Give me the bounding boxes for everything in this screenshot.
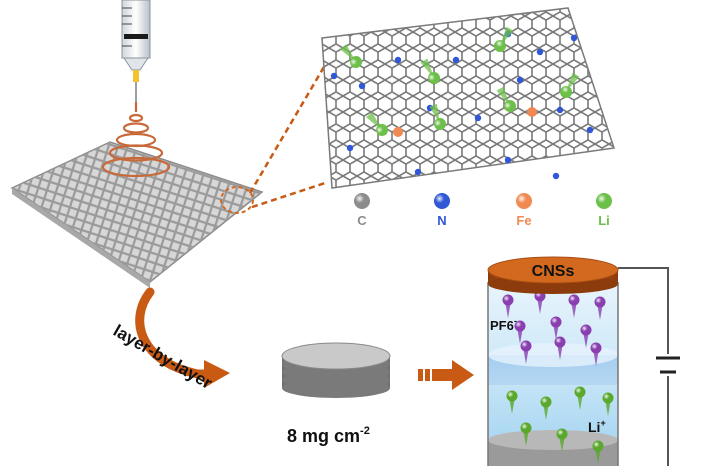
- lithium-ion: [429, 103, 446, 130]
- nitrogen-atom: [346, 144, 354, 152]
- pf6-anion: [520, 340, 532, 364]
- nitrogen-atom: [536, 48, 544, 56]
- legend-item-c: C: [354, 193, 370, 228]
- dual-ion-cell: [487, 282, 619, 466]
- syringe: [121, 0, 151, 102]
- lithium-cation: [506, 390, 518, 414]
- pf6-anion: [594, 296, 606, 320]
- lithium-ion: [560, 72, 580, 98]
- graphene-dopants: [330, 26, 594, 180]
- nitrogen-atom: [330, 72, 338, 80]
- pf6-anion: [554, 336, 566, 360]
- doped-graphene-sheet: [321, 7, 615, 189]
- legend-item-li: Li: [596, 193, 612, 228]
- nitrogen-atom: [358, 82, 366, 90]
- layer-by-layer-arrow: [135, 287, 230, 388]
- pf6-anion: [502, 294, 514, 318]
- external-circuit: [618, 267, 680, 466]
- legend-label: Fe: [516, 213, 531, 228]
- nitrogen-atom: [556, 106, 564, 114]
- legend-item-fe: Fe: [516, 193, 532, 228]
- nitrogen-atom: [474, 114, 482, 122]
- nitrogen-atom: [570, 34, 578, 42]
- lithium-cation: [520, 422, 532, 446]
- pf6-anion: [580, 324, 592, 348]
- nanofiber-mat: [10, 141, 264, 288]
- nitrogen-atom: [452, 56, 460, 64]
- ions: [502, 290, 614, 464]
- pf6-anion: [514, 320, 526, 344]
- electrospinning-jet-spiral: [101, 102, 171, 178]
- cation-label: Li+: [588, 418, 606, 435]
- legend-label: Li: [598, 213, 610, 228]
- electrode-disk-stack: [281, 342, 391, 398]
- iron-atom: [527, 107, 537, 117]
- lithium-cation: [574, 386, 586, 410]
- areal-loading-label: 8 mg cm-2: [287, 425, 370, 446]
- pf6-anion: [550, 316, 562, 340]
- nitrogen-atom: [394, 56, 402, 64]
- legend-label: C: [357, 213, 367, 228]
- lithium-ion: [366, 112, 388, 136]
- lithium-ion: [420, 58, 440, 84]
- lithium-ion: [340, 44, 362, 68]
- lithium-cation: [602, 392, 614, 416]
- zoom-line-lower: [251, 180, 329, 209]
- pf6-anion: [590, 342, 602, 366]
- process-arrow: [418, 360, 474, 390]
- legend-label: N: [437, 213, 446, 228]
- cap-label: CNSs: [532, 263, 575, 280]
- zoom-line-upper: [248, 59, 330, 194]
- iron-atom: [393, 127, 403, 137]
- cns-cap-electrode: [487, 256, 619, 294]
- lithium-ion: [496, 86, 516, 112]
- lithium-ion: [494, 26, 514, 52]
- pf6-anion: [568, 294, 580, 318]
- legend-item-n: N: [434, 193, 450, 228]
- nitrogen-atom: [516, 76, 524, 84]
- process-label: layer-by-layer: [110, 321, 216, 393]
- anion-label: PF6-: [490, 316, 517, 333]
- nitrogen-atom: [586, 126, 594, 134]
- atom-legend: C N Fe Li: [354, 193, 612, 228]
- zoom-region-circle: [220, 186, 254, 214]
- nitrogen-atom: [552, 172, 560, 180]
- lithium-cation: [540, 396, 552, 420]
- lithium-cation: [592, 440, 604, 464]
- lithium-cation: [556, 428, 568, 452]
- nitrogen-atom: [504, 156, 512, 164]
- nitrogen-atom: [414, 168, 422, 176]
